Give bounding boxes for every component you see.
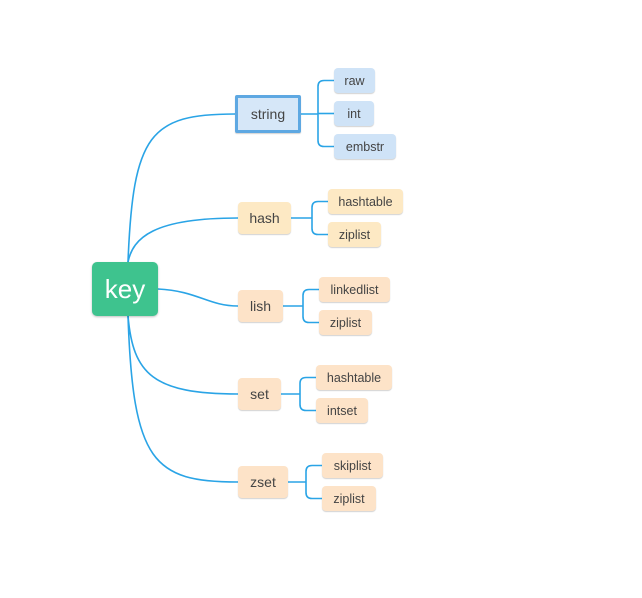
leaf-connector-4-1 [305,492,322,500]
leaf-node-hashtable[interactable]: hashtable [328,189,403,214]
root-connector-1 [127,217,239,263]
leaf-connector-2-0 [302,288,319,296]
leaf-node-embstr[interactable]: embstr [334,134,396,159]
leaf-connector-3-1 [299,404,316,412]
leaf-connector-0-2 [317,140,334,148]
leaf-node-skiplist[interactable]: skiplist [322,453,383,478]
leaf-node-intset[interactable]: intset [316,398,368,423]
branch-node-set[interactable]: set [238,378,281,410]
branch-node-string[interactable]: string [235,95,301,133]
leaf-connector-1-0 [311,200,328,208]
root-connector-0 [127,113,236,263]
leaf-connector-0-0 [317,79,334,87]
leaf-connector-3-0 [299,376,316,384]
leaf-connector-2-1 [302,316,319,324]
leaf-node-ziplist[interactable]: ziplist [319,310,372,335]
root-connector-4 [127,315,239,483]
leaf-node-hashtable[interactable]: hashtable [316,365,392,390]
leaf-node-ziplist[interactable]: ziplist [322,486,376,511]
branch-node-zset[interactable]: zset [238,466,288,498]
root-connector-2 [157,288,239,307]
leaf-node-int[interactable]: int [334,101,374,126]
leaf-node-ziplist[interactable]: ziplist [328,222,381,247]
root-connector-3 [127,315,239,395]
leaf-node-raw[interactable]: raw [334,68,375,93]
branch-node-lish[interactable]: lish [238,290,283,322]
leaf-connector-4-0 [305,464,322,472]
leaf-connector-1-1 [311,228,328,236]
branch-node-hash[interactable]: hash [238,202,291,234]
leaf-node-linkedlist[interactable]: linkedlist [319,277,390,302]
root-node-key[interactable]: key [92,262,158,316]
